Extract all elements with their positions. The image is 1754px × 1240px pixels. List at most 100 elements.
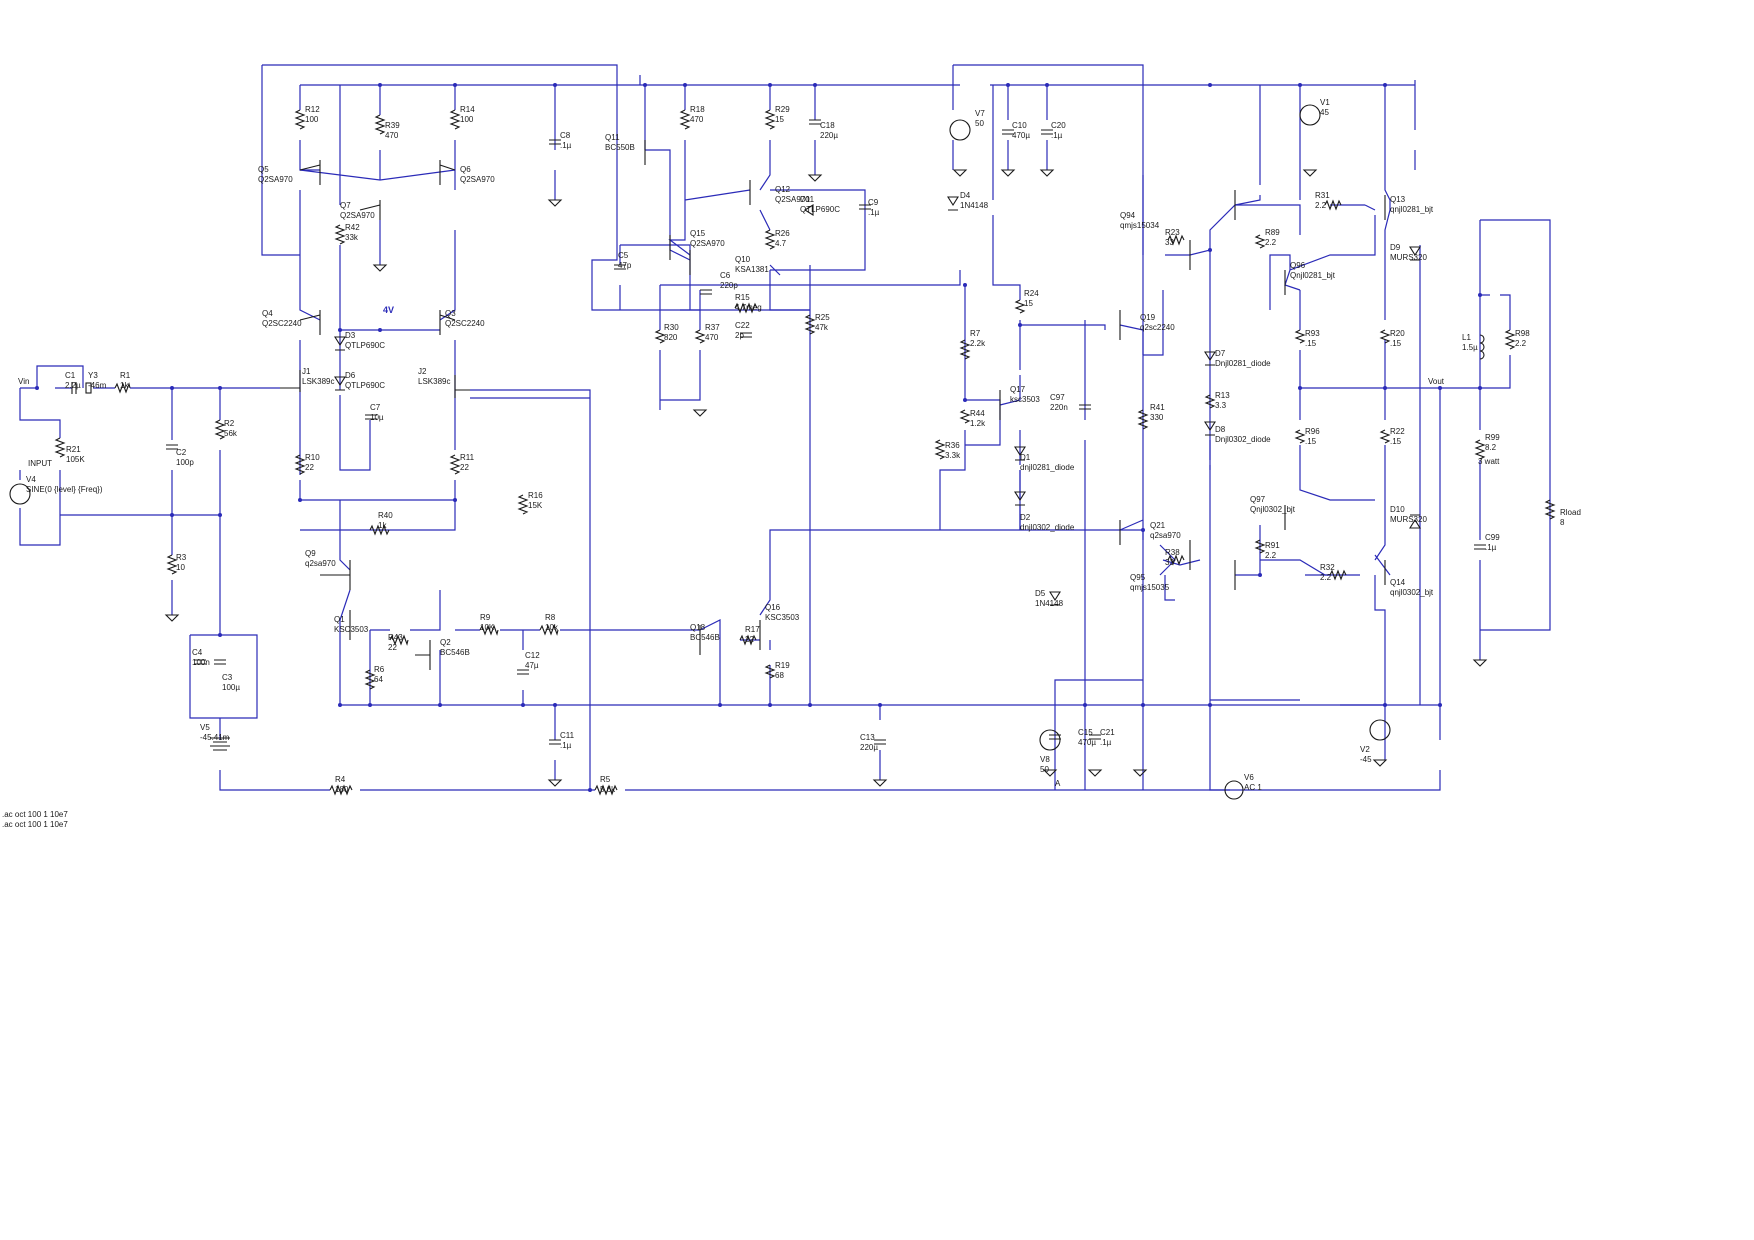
label-q94-ref: Q94 [1120,211,1136,220]
label-c10-value: 470µ [1012,131,1030,140]
label-d5-value: 1N4148 [1035,599,1064,608]
label-r10-value: 22 [305,463,314,472]
label-r22-ref: R22 [1390,427,1405,436]
label-r1-ref: R1 [120,371,131,380]
label-d7-value: Dnjl0281_diode [1215,359,1271,368]
label-v4-ref: V4 [26,475,36,484]
label-v1-value: 45 [1320,108,1329,117]
label-r24-value: 15 [1024,299,1033,308]
label-d4-value: 1N4148 [960,201,989,210]
label-j2-value: LSK389c [418,377,450,386]
r99-power-rating: 3 watt [1478,457,1500,466]
component-symbols [9,104,1556,800]
label-r24-ref: R24 [1024,289,1039,298]
label-r32-ref: R32 [1320,563,1335,572]
label-v1-ref: V1 [1320,98,1330,107]
label-r11-ref: R11 [460,453,475,462]
label-c21-value: .1µ [1100,738,1112,747]
label-c6-ref: C6 [720,271,731,280]
label-q13-ref: Q13 [1390,195,1406,204]
label-r96-ref: R96 [1305,427,1320,436]
label-r12-value: 100 [305,115,319,124]
label-c13-value: 220µ [860,743,878,752]
label-d10-value: MURS320 [1390,515,1427,524]
label-r21-value: 105K [66,455,85,464]
label-d9-ref: D9 [1390,243,1401,252]
label-r4-value: 180 [335,785,349,794]
label-r99-ref: R99 [1485,433,1500,442]
label-c4-ref: C4 [192,648,203,657]
label-r43-value: 22 [388,643,397,652]
label-r20-ref: R20 [1390,329,1405,338]
label-c15-value: 470µ [1078,738,1096,747]
label-v5-ref: V5 [200,723,210,732]
label-r44-value: 1.2k [970,419,986,428]
label-q2-ref: Q2 [440,638,451,647]
label-r23-value: 33 [1165,238,1174,247]
label-r26-ref: R26 [775,229,790,238]
label-r16-ref: R16 [528,491,543,500]
label-q6-value: Q2SA970 [460,175,495,184]
label-v7-ref: V7 [975,109,985,118]
label-q11-value: BC550B [605,143,635,152]
label-c9-value: .1µ [868,208,880,217]
label-q1-ref: Q1 [334,615,345,624]
label-r25-value: 47k [815,323,829,332]
label-d11-ref: D11 [800,195,815,204]
label-c1-value: 2.2µ [65,381,81,390]
label-r42-value: 33k [345,233,359,242]
label-q12-value: Q2SA970 [775,195,810,204]
wires [19,64,1551,791]
label-c10-ref: C10 [1012,121,1027,130]
label-d2-ref: D2 [1020,513,1031,522]
label-d3-value: QTLP690C [345,341,385,350]
label-c2-value: 100p [176,458,194,467]
label-d2-value: dnjl0302_diode [1020,523,1075,532]
label-r30-ref: R30 [664,323,679,332]
label-c2-ref: C2 [176,448,187,457]
label-v6-ref: V6 [1244,773,1254,782]
label-q7-value: Q2SA970 [340,211,375,220]
label-q6-ref: Q6 [460,165,471,174]
label-d9-value: MURS320 [1390,253,1427,262]
label-q5-value: Q2SA970 [258,175,293,184]
label-r20-value: .15 [1390,339,1402,348]
label-c22-ref: C22 [735,321,750,330]
label-q4-ref: Q4 [262,309,273,318]
label-j1-value: LSK389c [302,377,334,386]
label-q15-ref: Q15 [690,229,706,238]
label-q96-value: Qnjl0281_bjt [1290,271,1336,280]
label-r91-ref: R91 [1265,541,1280,550]
label-j2-ref: J2 [418,367,427,376]
label-v2-value: -45 [1360,755,1372,764]
label-c7-ref: C7 [370,403,381,412]
label-c97-value: 220n [1050,403,1068,412]
label-r13-ref: R13 [1215,391,1230,400]
label-r5-value: 5.6k [600,785,616,794]
label-q11-ref: Q11 [605,133,620,142]
label-r89-value: 2.2 [1265,238,1277,247]
label-q95-ref: Q95 [1130,573,1146,582]
label-c13-ref: C13 [860,733,875,742]
spice-directive-2: .ac oct 100 1 10e7 [2,820,68,829]
label-r15-value: 4.7meg [735,303,762,312]
label-r2-value: 56k [224,429,238,438]
label-r38-value: 33 [1165,558,1174,567]
label-d8-value: Dnjl0302_diode [1215,435,1271,444]
label-r32-value: 2.2 [1320,573,1332,582]
label-d5-ref: D5 [1035,589,1046,598]
label-d7-ref: D7 [1215,349,1226,358]
label-r8-value: 10k [545,623,559,632]
label-q16-value: KSC3503 [765,613,800,622]
label-r93-ref: R93 [1305,329,1320,338]
label-r40-ref: R40 [378,511,393,520]
label-r23-ref: R23 [1165,228,1180,237]
label-r31-ref: R31 [1315,191,1330,200]
label-r43-ref: R43 [388,633,403,642]
label-r25-ref: R25 [815,313,830,322]
net-4v: 4V [383,305,394,315]
label-d6-value: QTLP690C [345,381,385,390]
label-v8-value: 50 [1040,765,1049,774]
label-r2-ref: R2 [224,419,235,428]
